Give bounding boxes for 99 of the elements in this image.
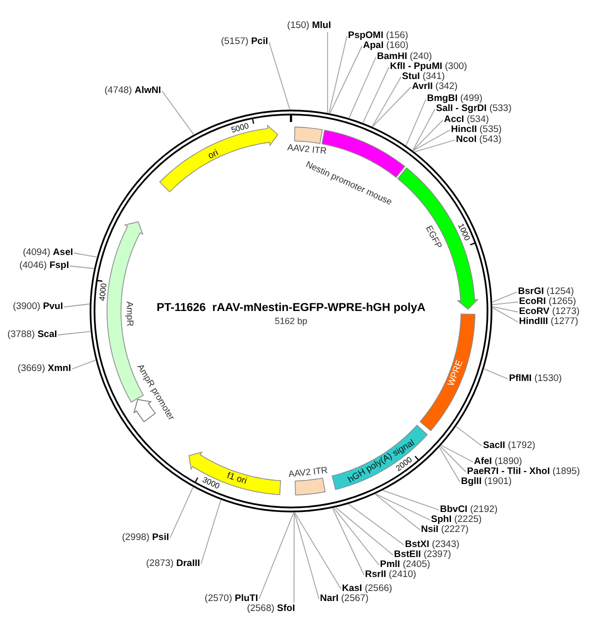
restriction-site-label: NsiI (2227) <box>421 525 469 535</box>
restriction-site-label: (3788) ScaI <box>7 330 57 340</box>
restriction-site-label: BbvCI (2192) <box>440 505 498 515</box>
leader-line <box>200 500 222 564</box>
leader-line <box>348 56 376 118</box>
leader-line <box>412 108 436 151</box>
restriction-site-label: (2570) PluTI <box>204 594 258 604</box>
leader-line <box>335 507 394 556</box>
feature-label: AmpR <box>124 302 136 327</box>
restriction-site-label: BstEII (2397) <box>394 550 452 560</box>
leader-line <box>492 302 518 306</box>
directional-feature <box>159 124 279 193</box>
restriction-site-label: BamHI (240) <box>377 52 432 62</box>
leader-line <box>70 266 94 269</box>
restriction-site-label: AfeI (1890) <box>474 457 522 467</box>
restriction-site-label: SalI - SgrDI (533) <box>436 104 512 114</box>
leader-line <box>439 446 460 482</box>
restriction-site-label: (5157) PciI <box>220 37 268 47</box>
feature-label: AAV2 ITR <box>286 142 327 156</box>
leader-line <box>456 426 482 446</box>
feature-block <box>419 313 476 432</box>
restriction-site-label: BsrGI (1254) <box>518 287 574 297</box>
restriction-site-label: BmgBI (499) <box>427 94 482 104</box>
leader-line <box>170 486 194 538</box>
leader-line <box>268 42 290 110</box>
restriction-site-label: BglII (1901) <box>461 477 512 487</box>
leader-line <box>414 140 456 152</box>
restriction-site-label: KflI - PpuMI (300) <box>390 62 468 72</box>
leader-line <box>484 368 508 380</box>
restriction-site-label: SacII (1792) <box>483 441 536 451</box>
leader-line <box>74 252 98 258</box>
leader-line <box>64 304 90 308</box>
restriction-site-label: HindIII (1277) <box>519 317 578 327</box>
restriction-site-label: ApaI (160) <box>363 41 408 51</box>
restriction-site-label: (3900) PvuI <box>12 302 63 312</box>
leader-line <box>330 46 362 114</box>
feature-label: f1 ori <box>226 470 248 486</box>
restriction-site-label: PmlI (2405) <box>380 560 430 570</box>
leader-line <box>294 512 320 600</box>
tick-label: 1000 <box>456 222 472 242</box>
leader-line <box>294 512 342 590</box>
leader-line <box>372 76 402 127</box>
leader-line <box>258 512 294 600</box>
restriction-site-label: (2998) PsiI <box>122 533 169 543</box>
restriction-site-label: AvrII (342) <box>412 82 458 92</box>
plasmid-length: 5162 bp <box>274 316 308 326</box>
restriction-site-label: HincII (535) <box>451 125 502 135</box>
restriction-site-label: EcoRI (1265) <box>519 297 576 307</box>
tick-label: 3000 <box>200 476 221 492</box>
feature-block <box>287 464 329 496</box>
leader-line <box>72 360 96 370</box>
leader-line <box>333 508 380 566</box>
restriction-site-label: (4748) AlwNI <box>104 86 161 96</box>
leader-line <box>328 36 348 114</box>
plasmid-title: PT-11626 rAAV-mNestin-EGFP-WPRE-hGH polyA <box>156 302 426 315</box>
feature-block <box>285 126 328 157</box>
restriction-site-label: RsrII (2410) <box>365 570 416 580</box>
restriction-site-label: StuI (341) <box>402 72 445 82</box>
leader-line <box>372 86 412 128</box>
directional-feature <box>188 451 282 496</box>
restriction-site-label: PaeR7I - TliI - XhoI (1895) <box>467 467 580 477</box>
leader-line <box>162 90 194 135</box>
restriction-site-label: SphI (2225) <box>431 515 482 525</box>
restriction-site-label: BstXI (2343) <box>405 540 460 550</box>
feature-block <box>331 424 428 491</box>
restriction-site-label: EcoRV (1273) <box>519 307 580 317</box>
leader-line <box>492 292 518 302</box>
restriction-site-label: (4046) FspI <box>19 261 69 271</box>
leader-line <box>492 307 518 322</box>
leader-line <box>375 494 430 520</box>
leader-line <box>362 66 390 124</box>
leader-line <box>412 120 444 151</box>
leader-line <box>327 32 328 114</box>
leader-line <box>58 331 91 336</box>
leader-line <box>406 98 426 146</box>
feature-label: AAV2 ITR <box>288 465 328 480</box>
tick-label: 4000 <box>98 282 108 301</box>
tick-label: 5000 <box>230 121 250 135</box>
restriction-site-label: AccI (534) <box>444 115 489 125</box>
restriction-site-label: NcoI (543) <box>456 135 502 145</box>
leader-line <box>332 508 364 576</box>
restriction-site-label: PspOMI (156) <box>348 31 408 41</box>
leader-line <box>440 446 466 472</box>
leader-line <box>294 512 295 604</box>
feature-label: ori <box>206 147 220 161</box>
restriction-site-label: PflMI (1530) <box>509 374 562 384</box>
restriction-site-label: (2568) SfoI <box>246 604 295 614</box>
leader-line <box>492 306 518 312</box>
restriction-site-label: NarI (2567) <box>320 594 369 604</box>
leader-line <box>412 130 450 152</box>
restriction-site-label: KasI (2566) <box>342 584 392 594</box>
restriction-site-label: (2873) DraIII <box>146 559 200 569</box>
leader-line <box>382 490 440 510</box>
leader-line <box>374 494 420 530</box>
leader-line <box>348 504 404 546</box>
restriction-site-label: (150) MluI <box>287 21 331 31</box>
restriction-site-label: (4094) AseI <box>22 248 73 258</box>
restriction-site-label: (3669) XmnI <box>18 364 71 374</box>
leader-line <box>440 444 474 462</box>
